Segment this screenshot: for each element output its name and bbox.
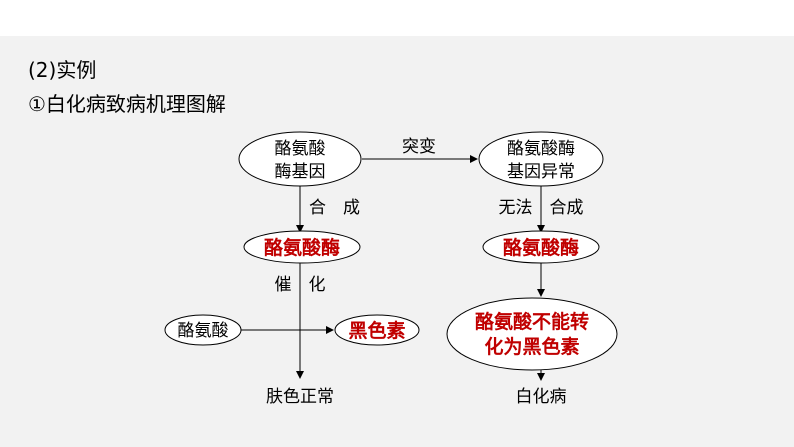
- mutant-gene-label-2: 基因异常: [507, 162, 575, 182]
- catalysis-label: 催 化: [275, 275, 326, 295]
- failure-label-1: 酪氨酸不能转: [475, 310, 589, 333]
- synthesis-label-left: 合 成: [309, 198, 360, 218]
- failure-label-2: 化为黑色素: [484, 335, 579, 358]
- substrate-label: 酪氨酸: [178, 321, 229, 341]
- normal-gene-label-1: 酪氨酸: [275, 139, 326, 159]
- outcome-normal-label: 肤色正常: [266, 387, 334, 407]
- product-label: 黑色素: [348, 319, 405, 342]
- mutant-gene-label-1: 酪氨酸酶: [507, 139, 575, 159]
- enzyme-label-right: 酪氨酸酶: [503, 236, 579, 259]
- mutation-label: 突变: [402, 137, 436, 157]
- outcome-disease-label: 白化病: [516, 387, 567, 407]
- product-node: [334, 314, 420, 346]
- synthesis-label-right: 无法 合成: [499, 198, 584, 218]
- top-banner: [0, 0, 794, 36]
- normal-gene-label-2: 酶基因: [275, 162, 326, 182]
- failure-node: [446, 297, 618, 371]
- section-heading: (2)实例: [28, 58, 97, 82]
- diagram-title: ①白化病致病机理图解: [28, 92, 226, 116]
- enzyme-label-left: 酪氨酸酶: [264, 236, 340, 259]
- enzyme-node-left: [243, 230, 361, 264]
